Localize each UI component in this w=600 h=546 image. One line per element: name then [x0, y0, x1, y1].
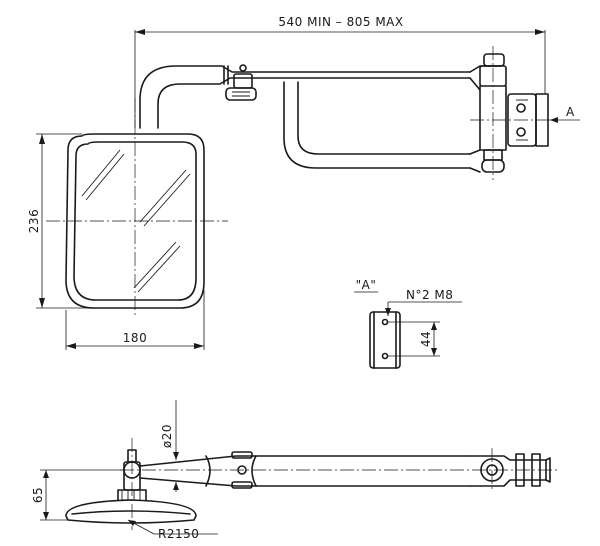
tube-diameter-dimension: ø20: [160, 400, 179, 492]
mirror-radius-leader: R2150: [127, 519, 218, 541]
arm-length-label: 540 MIN – 805 MAX: [278, 15, 403, 29]
mirror-depth-dimension: 65: [31, 469, 124, 521]
detail-a-label: "A": [356, 278, 377, 292]
mirror-width-label: 180: [123, 331, 147, 345]
arm-length-dimension: 540 MIN – 805 MAX: [134, 14, 546, 128]
bolt-spec-label: N°2 M8: [406, 288, 453, 302]
tube-diameter-label: ø20: [160, 424, 174, 448]
side-view: [65, 438, 560, 530]
mirror-height-label: 236: [27, 209, 41, 233]
view-marker-a: A: [550, 105, 580, 123]
mirror-radius-label: R2150: [158, 527, 199, 541]
clamp-top-view: [470, 46, 556, 180]
mirror-depth-label: 65: [31, 487, 45, 503]
mirror-front-view: [46, 98, 228, 318]
view-marker-label: A: [566, 105, 575, 119]
bolt-spacing-label: 44: [419, 331, 433, 347]
mirror-height-dimension: 236: [27, 133, 94, 309]
mirror-width-dimension: 180: [65, 290, 205, 350]
arm-top-view: [139, 64, 501, 173]
detail-a: "A" N°2 M8 44: [354, 278, 462, 369]
